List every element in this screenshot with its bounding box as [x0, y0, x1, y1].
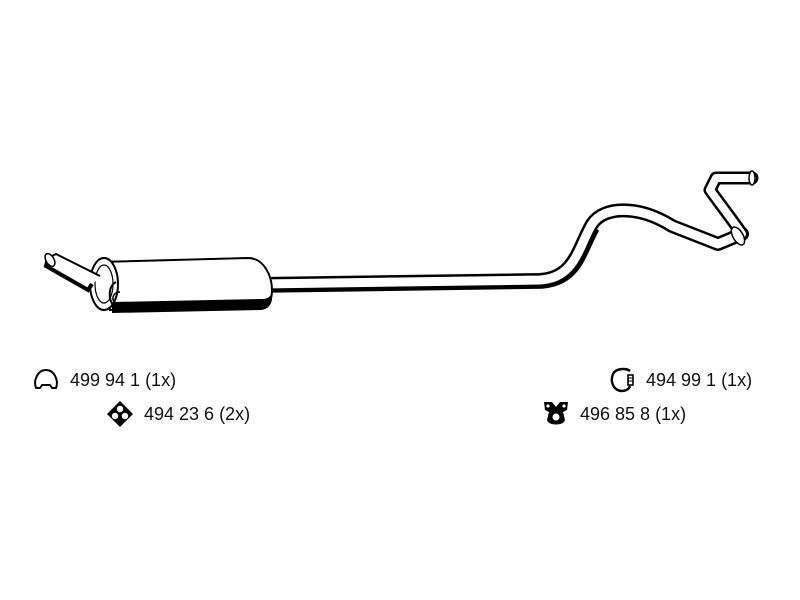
- muffler: [43, 252, 274, 313]
- part-number-label: 494 23 6 (2x): [144, 403, 251, 424]
- part-number-label: 496 85 8 (1x): [580, 403, 687, 424]
- rubber-mount-icon: [104, 398, 136, 430]
- hanger-bracket-icon: [540, 398, 572, 430]
- pipe-clamp-icon: [606, 364, 638, 396]
- part-ring-clamp: 499 94 1 (1x): [30, 364, 176, 396]
- part-rubber-mount: 494 23 6 (2x): [104, 398, 250, 430]
- part-pipe-clamp: 494 99 1 (1x): [606, 364, 752, 396]
- ring-clamp-icon: [30, 364, 62, 396]
- part-number-label: 499 94 1 (1x): [70, 369, 177, 390]
- part-hanger-bracket: 496 85 8 (1x): [540, 398, 686, 430]
- part-number-label: 494 99 1 (1x): [646, 369, 753, 390]
- exhaust-pipe: [255, 170, 759, 293]
